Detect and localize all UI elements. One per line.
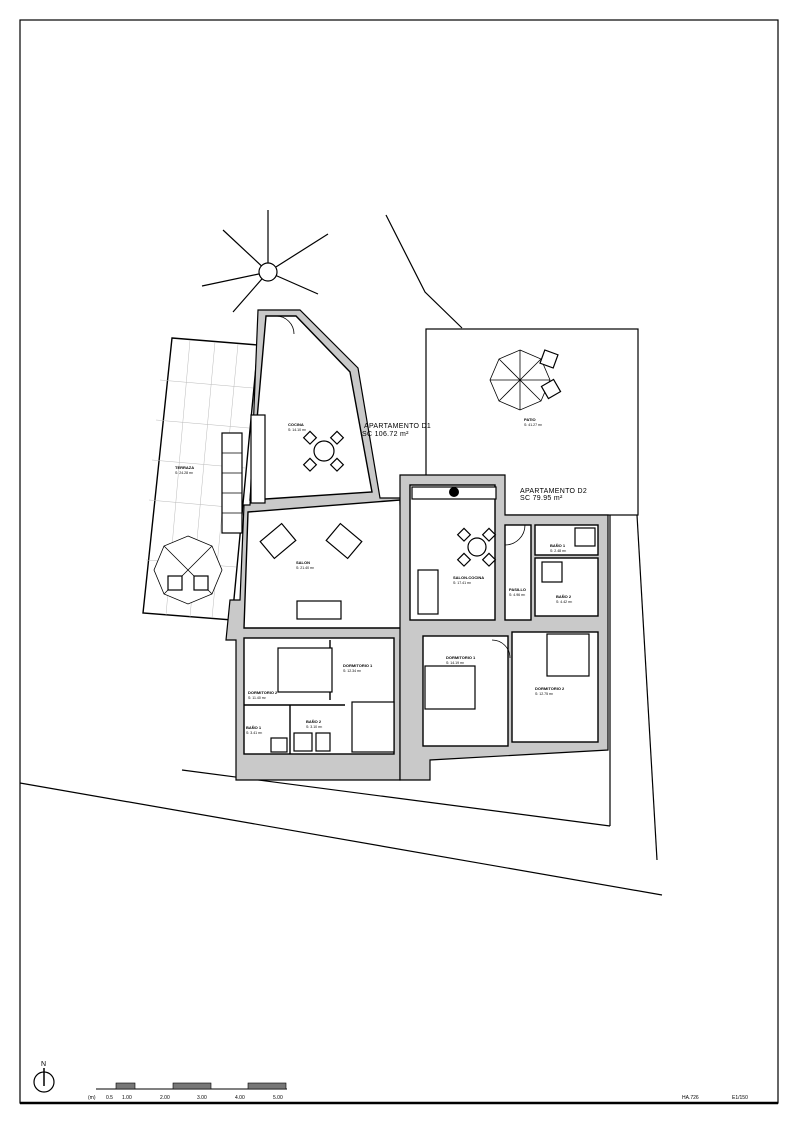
room-labels: COCINA S: 14.10 m² SALON S: 21.40 m² TER…: [175, 417, 573, 735]
dining-table-icon: [302, 430, 345, 472]
scale-tick: 1.00: [122, 1095, 132, 1101]
room-label: BAÑO 2: [306, 719, 322, 724]
room-area: S: 24.28 m²: [175, 471, 194, 475]
apartment-d2-area: SC 79.95 m²: [520, 495, 563, 502]
apartment-d2: [399, 474, 609, 781]
room-area: S: 4.42 m²: [556, 600, 573, 604]
scale-bar: (m) 0.5 1.00 2.00 3.00 4.00 5.00: [88, 1082, 287, 1101]
room-label: BAÑO 2: [556, 594, 572, 599]
apartment-d1-area: SC 106.72 m²: [362, 431, 409, 438]
north-label: N: [41, 1061, 46, 1068]
room-area: S: 11.40 m²: [248, 696, 267, 700]
apartment-d2-name: APARTAMENTO D2: [520, 488, 587, 495]
room-area: S: 4.96 m²: [509, 593, 526, 597]
room-label: TERRAZA: [175, 465, 194, 470]
room-label: PASILLO: [509, 587, 526, 592]
room-label: DORMITORIO 2: [535, 686, 565, 691]
scale-unit: (m): [88, 1095, 96, 1101]
scale-tick: 5.00: [273, 1095, 283, 1101]
room-label: PATIO: [524, 417, 536, 422]
scale-tick: 0.5: [106, 1095, 113, 1101]
room-area: S: 21.40 m²: [296, 566, 315, 570]
scale-tick: 2.00: [160, 1095, 170, 1101]
room-area: S: 14.19 m²: [446, 661, 465, 665]
room-label: DORMITORIO 2: [248, 690, 278, 695]
bed-icon: [424, 665, 476, 710]
room-label: BAÑO 1: [550, 543, 566, 548]
sofa-icon: [296, 600, 342, 620]
room-area: S: 17.41 m²: [453, 581, 472, 585]
room-area: S: 14.10 m²: [288, 428, 307, 432]
room-label: SALON-COCINA: [453, 575, 484, 580]
room-area: S: 2.48 m²: [550, 549, 567, 553]
north-arrow-icon: N: [33, 1061, 55, 1093]
room-area: S: 3.10 m²: [306, 725, 323, 729]
room-area: S: 41.27 m²: [524, 423, 543, 427]
bed-icon: [546, 633, 590, 677]
apartment-d1-name: APARTAMENTO D1: [364, 423, 431, 430]
room-label: DORMITORIO 1: [343, 663, 373, 668]
armchair-icon: [259, 522, 363, 560]
dining-table-icon: [456, 527, 497, 567]
bed-icon: [351, 701, 395, 753]
stairs: [221, 432, 243, 534]
scale-tick: 3.00: [197, 1095, 207, 1101]
room-label: BAÑO 1: [246, 725, 262, 730]
site-boundaries: [19, 214, 663, 896]
umbrella-icon: [153, 535, 223, 605]
room-area: S: 12.34 m²: [343, 669, 362, 673]
room-label: COCINA: [288, 422, 304, 427]
plan-scale: E1/150: [732, 1095, 748, 1101]
sofa-icon: [417, 569, 439, 615]
palm-tree-icon: [201, 210, 329, 313]
bed-icon: [277, 647, 333, 693]
kitchen-counter: [250, 414, 266, 504]
sheet-number: HA.726: [682, 1095, 699, 1101]
room-area: S: 12.75 m²: [535, 692, 554, 696]
room-label: SALON: [296, 560, 310, 565]
umbrella-icon: [489, 349, 562, 411]
room-area: S: 3.41 m²: [246, 731, 263, 735]
scale-tick: 4.00: [235, 1095, 245, 1101]
room-label: DORMITORIO 1: [446, 655, 476, 660]
apartment-d1: [225, 309, 411, 781]
